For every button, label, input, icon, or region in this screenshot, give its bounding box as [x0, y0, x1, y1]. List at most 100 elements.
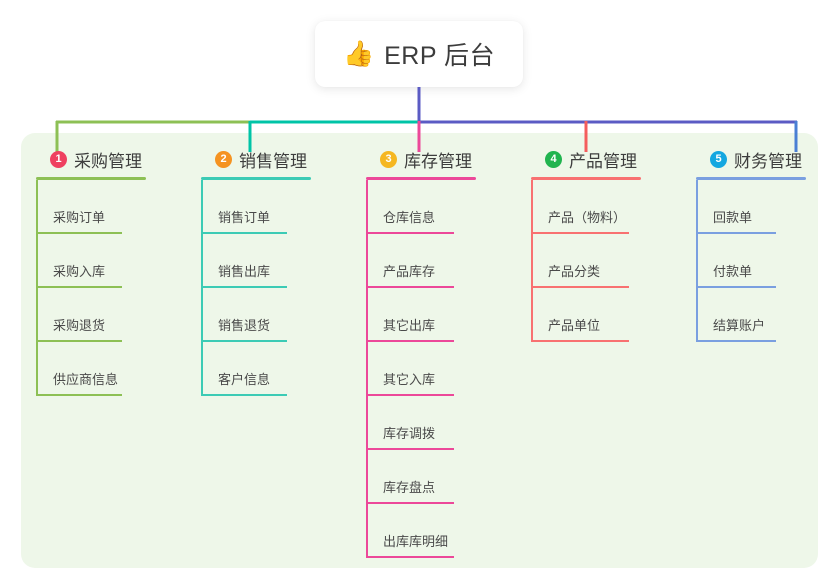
- branch-column-4: 4 产品管理产品（物料） 产品分类产品单位: [531, 146, 641, 342]
- root-node-title: ERP 后台: [384, 42, 496, 70]
- leaf-item-rule: [531, 232, 629, 234]
- branch-leaf-list-3: 仓库信息产品库存其它出库其它入库库存调拨库存盘点出库库明细: [366, 180, 476, 558]
- leaf-item[interactable]: 销售出库: [201, 234, 311, 288]
- branch-header-4[interactable]: 4 产品管理: [531, 146, 641, 172]
- leaf-item[interactable]: 产品单位: [531, 288, 641, 342]
- leaf-item-label: 库存调拨: [383, 426, 436, 441]
- leaf-item[interactable]: 产品分类: [531, 234, 641, 288]
- leaf-item-label: 产品单位: [548, 318, 601, 333]
- branch-leaf-list-2: 销售订单销售出库销售退货客户信息: [201, 180, 311, 396]
- branch-badge-icon-4: 4: [545, 150, 562, 168]
- leaf-item-label: 库存盘点: [383, 480, 436, 495]
- leaf-item-rule: [36, 394, 122, 396]
- leaf-item[interactable]: 其它入库: [366, 342, 476, 396]
- leaf-item-label: 其它入库: [383, 372, 436, 387]
- leaf-item-label: 采购订单: [53, 210, 106, 225]
- branch-column-1: 1 采购管理采购订单采购入库采购退货供应商信息: [36, 146, 146, 396]
- leaf-item-rule: [366, 556, 454, 558]
- thumbs-up-icon: 👍: [342, 39, 375, 68]
- branch-leaf-list-4: 产品（物料） 产品分类产品单位: [531, 180, 641, 342]
- leaf-item-label: 回款单: [713, 210, 753, 225]
- branch-header-1[interactable]: 1 采购管理: [36, 146, 146, 172]
- branch-leaf-list-5: 回款单付款单结算账户: [696, 180, 806, 342]
- branch-spine-1: [36, 180, 38, 396]
- branch-column-3: 3 库存管理仓库信息产品库存其它出库其它入库库存调拨库存盘点出库库明细: [366, 146, 476, 558]
- root-node-card[interactable]: 👍 ERP 后台: [315, 21, 523, 87]
- branch-spine-3: [366, 180, 368, 558]
- leaf-item-rule: [36, 232, 122, 234]
- leaf-item[interactable]: 采购入库: [36, 234, 146, 288]
- leaf-item-rule: [36, 340, 122, 342]
- branch-badge-icon-1: 1: [50, 150, 67, 168]
- branch-label-1: 采购管理: [74, 151, 142, 171]
- branch-column-2: 2 销售管理销售订单销售出库销售退货客户信息: [201, 146, 311, 396]
- leaf-item[interactable]: 结算账户: [696, 288, 806, 342]
- leaf-item-label: 销售订单: [218, 210, 271, 225]
- leaf-item-label: 采购入库: [53, 264, 106, 279]
- leaf-item[interactable]: 其它出库: [366, 288, 476, 342]
- branch-spine-5: [696, 180, 698, 342]
- branch-header-rule-3: [366, 177, 476, 180]
- leaf-item-label: 销售出库: [218, 264, 271, 279]
- leaf-item-label: 客户信息: [218, 372, 271, 387]
- leaf-item[interactable]: 供应商信息: [36, 342, 146, 396]
- leaf-item-rule: [366, 340, 454, 342]
- leaf-item-label: 销售退货: [218, 318, 271, 333]
- leaf-item-label: 仓库信息: [383, 210, 436, 225]
- branch-badge-icon-3: 3: [380, 150, 397, 168]
- branch-header-2[interactable]: 2 销售管理: [201, 146, 311, 172]
- leaf-item-rule: [366, 232, 454, 234]
- branch-leaf-list-1: 采购订单采购入库采购退货供应商信息: [36, 180, 146, 396]
- leaf-item-rule: [696, 286, 776, 288]
- leaf-item[interactable]: 出库库明细: [366, 504, 476, 558]
- branch-badge-icon-2: 2: [215, 150, 232, 168]
- leaf-item-label: 产品（物料）: [548, 210, 627, 225]
- leaf-item-rule: [201, 340, 287, 342]
- leaf-item-rule: [201, 232, 287, 234]
- branch-header-rule-2: [201, 177, 311, 180]
- branch-label-2: 销售管理: [239, 151, 307, 171]
- leaf-item-label: 产品分类: [548, 264, 601, 279]
- leaf-item[interactable]: 回款单: [696, 180, 806, 234]
- leaf-item[interactable]: 付款单: [696, 234, 806, 288]
- leaf-item-rule: [201, 286, 287, 288]
- leaf-item[interactable]: 库存盘点: [366, 450, 476, 504]
- branch-header-rule-4: [531, 177, 641, 180]
- leaf-item-label: 其它出库: [383, 318, 436, 333]
- branch-header-rule-1: [36, 177, 146, 180]
- leaf-item-rule: [696, 340, 776, 342]
- leaf-item-rule: [696, 232, 776, 234]
- leaf-item-rule: [201, 394, 287, 396]
- branch-spine-4: [531, 180, 533, 342]
- branch-label-5: 财务管理: [734, 151, 802, 171]
- leaf-item-label: 结算账户: [713, 318, 766, 333]
- leaf-item[interactable]: 客户信息: [201, 342, 311, 396]
- leaf-item[interactable]: 采购退货: [36, 288, 146, 342]
- leaf-item[interactable]: 产品（物料）: [531, 180, 641, 234]
- leaf-item[interactable]: 销售退货: [201, 288, 311, 342]
- leaf-item[interactable]: 仓库信息: [366, 180, 476, 234]
- leaf-item[interactable]: 产品库存: [366, 234, 476, 288]
- leaf-item[interactable]: 采购订单: [36, 180, 146, 234]
- leaf-item[interactable]: 库存调拨: [366, 396, 476, 450]
- leaf-item-label: 供应商信息: [53, 372, 119, 387]
- leaf-item-rule: [366, 394, 454, 396]
- branch-header-rule-5: [696, 177, 806, 180]
- leaf-item-rule: [36, 286, 122, 288]
- leaf-item-rule: [366, 502, 454, 504]
- branch-label-3: 库存管理: [404, 151, 472, 171]
- leaf-item-rule: [366, 286, 454, 288]
- diagram-background-panel: [21, 133, 818, 568]
- leaf-item-label: 出库库明细: [383, 534, 449, 549]
- branch-label-4: 产品管理: [569, 151, 637, 171]
- branch-header-3[interactable]: 3 库存管理: [366, 146, 476, 172]
- leaf-item-label: 产品库存: [383, 264, 436, 279]
- leaf-item-label: 采购退货: [53, 318, 106, 333]
- leaf-item-label: 付款单: [713, 264, 753, 279]
- leaf-item[interactable]: 销售订单: [201, 180, 311, 234]
- leaf-item-rule: [531, 286, 629, 288]
- leaf-item-rule: [531, 340, 629, 342]
